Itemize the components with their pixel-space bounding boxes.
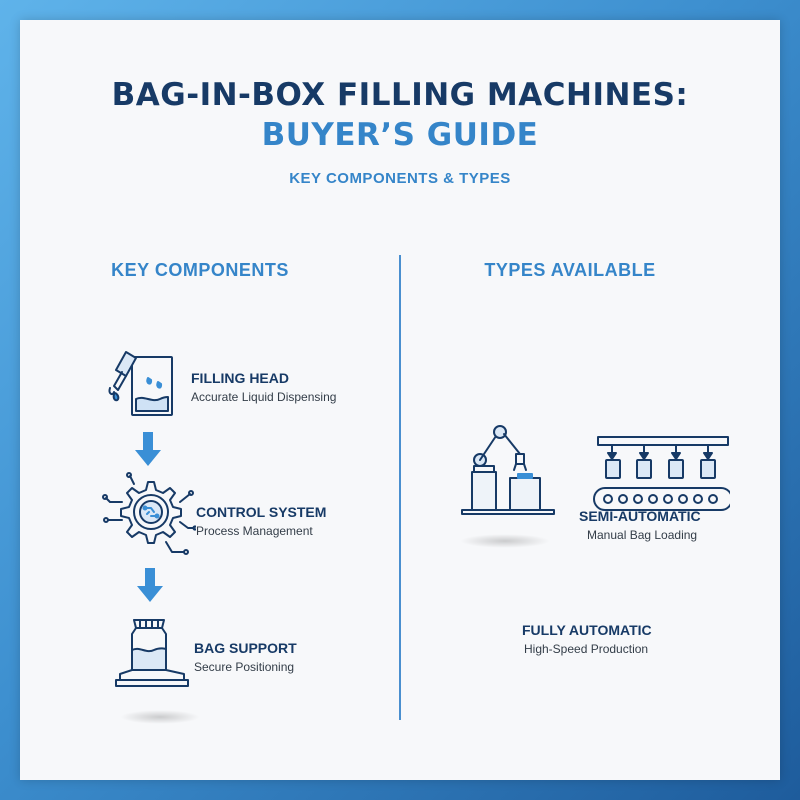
page-title-line2: BUYER’S GUIDE — [261, 117, 539, 153]
key-components-heading: KEY COMPONENTS — [111, 260, 289, 280]
arrow-down-icon — [135, 432, 161, 466]
guide-card: BAG-IN-BOX FILLING MACHINES: BUYER’S GUI… — [20, 20, 780, 780]
filling-head-icon — [108, 351, 173, 416]
control-system-title: CONTROL SYSTEM — [196, 504, 327, 520]
robot-arm-conveyor-icon — [461, 425, 730, 515]
filling-head-desc: Accurate Liquid Dispensing — [191, 390, 337, 404]
control-gear-icon — [102, 472, 196, 555]
page-subtitle: KEY COMPONENTS & TYPES — [289, 170, 511, 187]
semi-automatic-desc: Manual Bag Loading — [587, 528, 698, 542]
arrow-down-icon — [137, 568, 163, 602]
icon-shadow — [120, 710, 200, 724]
column-divider — [399, 255, 401, 720]
fully-automatic-title: FULLY AUTOMATIC — [522, 622, 652, 638]
page-title-line1: BAG-IN-BOX FILLING MACHINES: — [111, 77, 689, 113]
types-available-heading: TYPES AVAILABLE — [484, 260, 656, 280]
bag-support-title: BAG SUPPORT — [194, 640, 297, 656]
control-system-desc: Process Management — [196, 524, 313, 538]
semi-automatic-title: SEMI-AUTOMATIC — [579, 508, 701, 524]
bag-support-icon — [115, 619, 189, 687]
fully-automatic-desc: High-Speed Production — [524, 642, 649, 656]
bag-support-desc: Secure Positioning — [194, 660, 295, 674]
filling-head-title: FILLING HEAD — [191, 370, 289, 386]
icon-shadow — [460, 534, 550, 548]
